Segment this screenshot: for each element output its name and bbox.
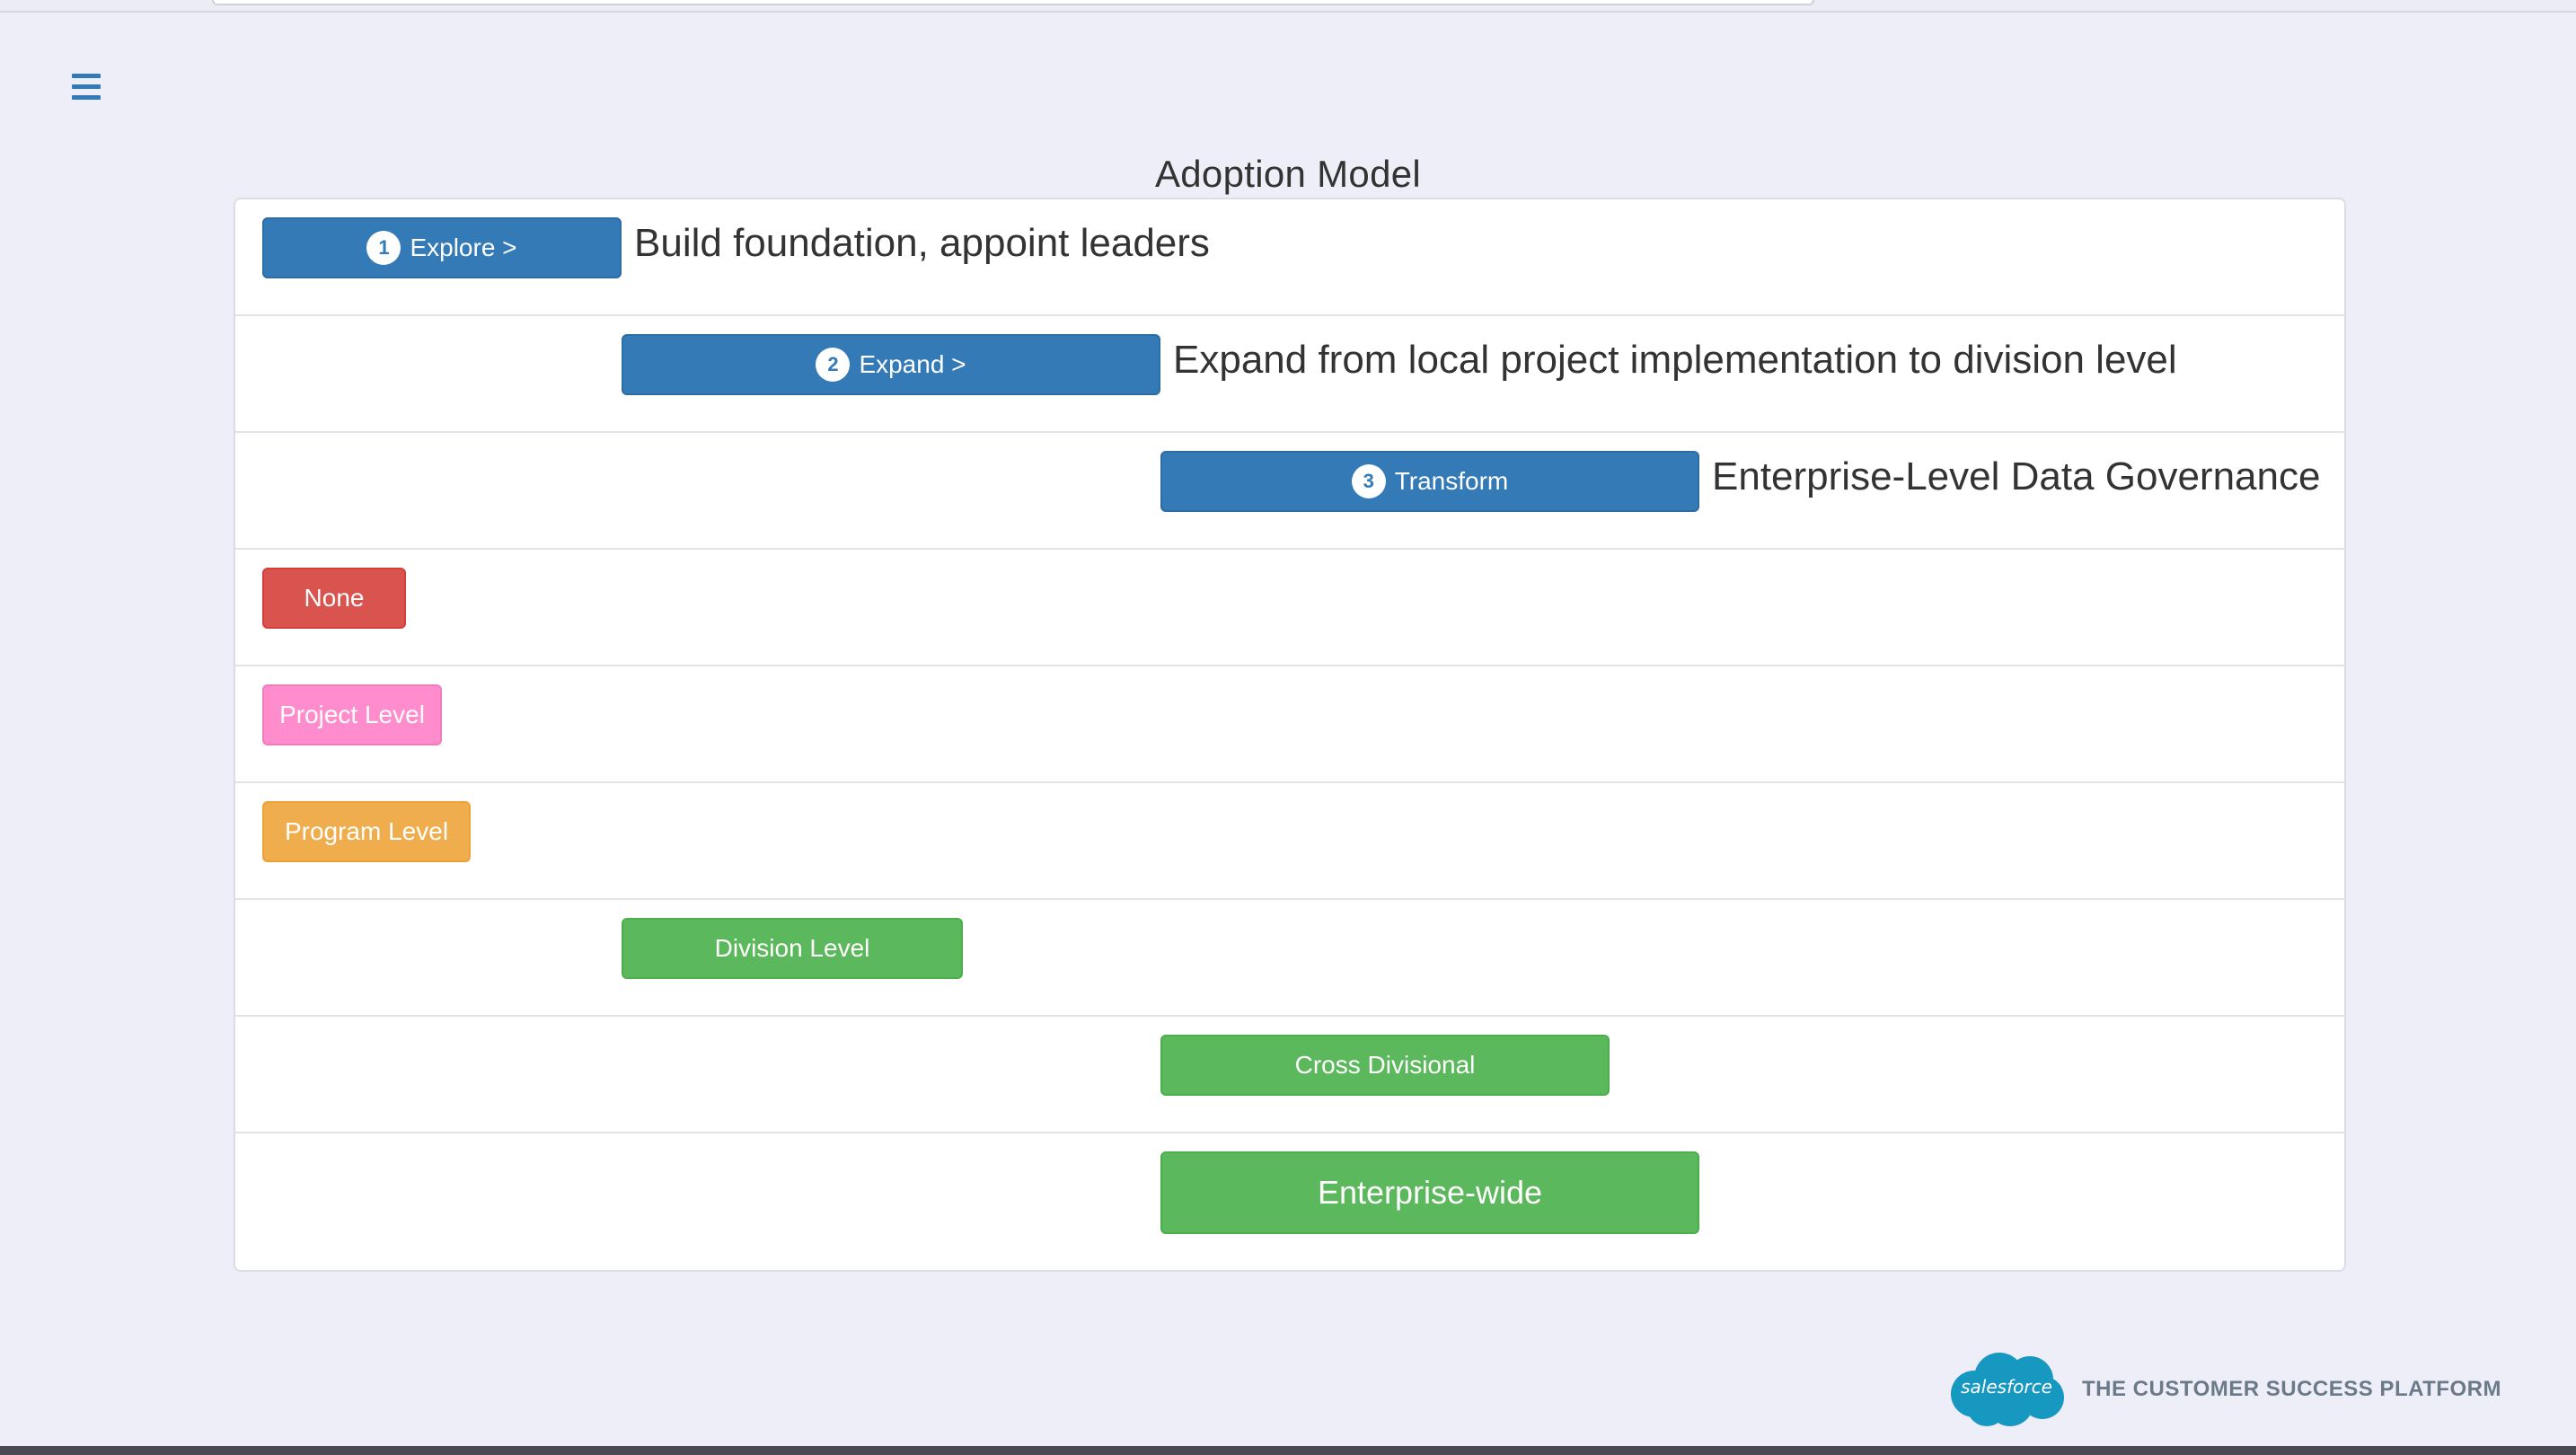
explore-button-label: Explore > (410, 234, 517, 261)
expand-button[interactable]: 2 Expand > (622, 334, 1160, 395)
level-program-button[interactable]: Program Level (262, 801, 471, 862)
explore-button[interactable]: 1 Explore > (262, 217, 622, 278)
level-division-button[interactable]: Division Level (622, 918, 963, 979)
step-number-badge: 2 (816, 348, 851, 382)
step-number-badge: 3 (1351, 464, 1386, 498)
explore-description: Build foundation, appoint leaders (634, 221, 1210, 265)
level-enterprise-button[interactable]: Enterprise-wide (1160, 1151, 1699, 1234)
level-row-division: Division Level (235, 900, 2344, 1017)
level-project-button[interactable]: Project Level (262, 684, 442, 745)
stage-row-explore: 1 Explore > Build foundation, appoint le… (235, 199, 2344, 316)
level-row-program: Program Level (235, 783, 2344, 900)
footer-branding: salesforce THE CUSTOMER SUCCESS PLATFORM (1947, 1351, 2501, 1428)
stage-row-expand: 2 Expand > Expand from local project imp… (235, 316, 2344, 433)
transform-button[interactable]: 3 Transform (1160, 451, 1699, 512)
browser-top-bar (0, 0, 2576, 13)
level-row-enterprise: Enterprise-wide (235, 1133, 2344, 1268)
level-row-project: Project Level (235, 666, 2344, 783)
expand-button-label: Expand > (859, 350, 966, 378)
salesforce-logo-text: salesforce (1961, 1376, 2052, 1398)
expand-description: Expand from local project implementation… (1173, 338, 2177, 382)
bottom-bar (0, 1446, 2576, 1455)
level-none-button[interactable]: None (262, 568, 406, 629)
step-number-badge: 1 (366, 231, 401, 265)
transform-button-label: Transform (1394, 467, 1509, 495)
level-row-none: None (235, 550, 2344, 666)
level-row-cross-divisional: Cross Divisional (235, 1017, 2344, 1133)
hamburger-menu-icon[interactable] (72, 74, 101, 101)
salesforce-logo: salesforce (1947, 1351, 2066, 1428)
transform-description: Enterprise-Level Data Governance (1712, 454, 2321, 498)
footer-tagline: THE CUSTOMER SUCCESS PLATFORM (2082, 1377, 2501, 1401)
stage-row-transform: 3 Transform Enterprise-Level Data Govern… (235, 433, 2344, 550)
level-cross-divisional-button[interactable]: Cross Divisional (1160, 1035, 1610, 1096)
address-bar[interactable] (212, 0, 1814, 5)
page-title: Adoption Model (1154, 153, 1422, 195)
adoption-model-panel: 1 Explore > Build foundation, appoint le… (234, 198, 2346, 1272)
